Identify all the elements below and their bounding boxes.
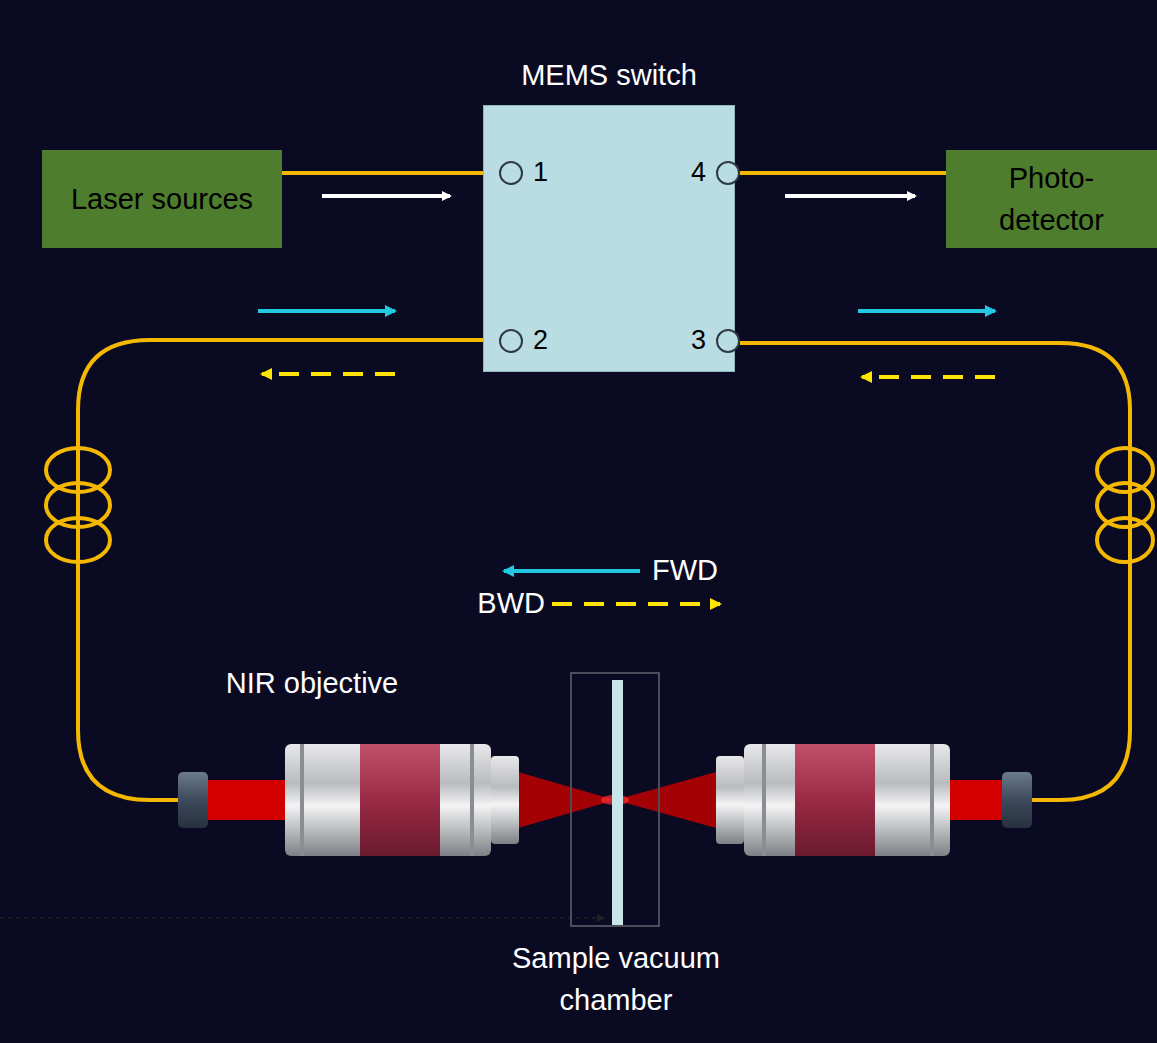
node-heading: Sample vacuum chamber	[456, 937, 776, 1021]
node-heading: MEMS switch	[521, 54, 697, 96]
port-number: 4	[691, 153, 706, 192]
photodetector-box: Photo- detector	[946, 150, 1157, 248]
switch-port: 4	[716, 161, 740, 185]
switch-port: 1	[499, 161, 523, 185]
mems-switch-box: MEMS switch1423	[483, 105, 735, 372]
node-label: Laser sources	[71, 178, 253, 220]
nir-objective-right	[716, 744, 1032, 856]
pointer-line	[0, 917, 604, 919]
legend-entry: BWD	[477, 582, 545, 624]
part-label: NIR objective	[212, 662, 412, 704]
port-number: 1	[533, 153, 548, 192]
laser-box: Laser sources	[42, 150, 282, 248]
optical-fiber	[282, 171, 499, 175]
port-number: 3	[691, 321, 706, 360]
sample-slab	[612, 680, 623, 925]
legend-entry: FWD	[652, 549, 718, 591]
node-label: Photo- detector	[977, 157, 1127, 241]
optical-fiber	[740, 171, 946, 175]
optical-fiber	[46, 340, 1153, 800]
nir-objective-left	[178, 744, 519, 856]
vacuum-chamber: Sample vacuum chamber	[570, 672, 660, 927]
switch-port: 2	[499, 329, 523, 353]
switch-port: 3	[716, 329, 740, 353]
port-number: 2	[533, 321, 548, 360]
